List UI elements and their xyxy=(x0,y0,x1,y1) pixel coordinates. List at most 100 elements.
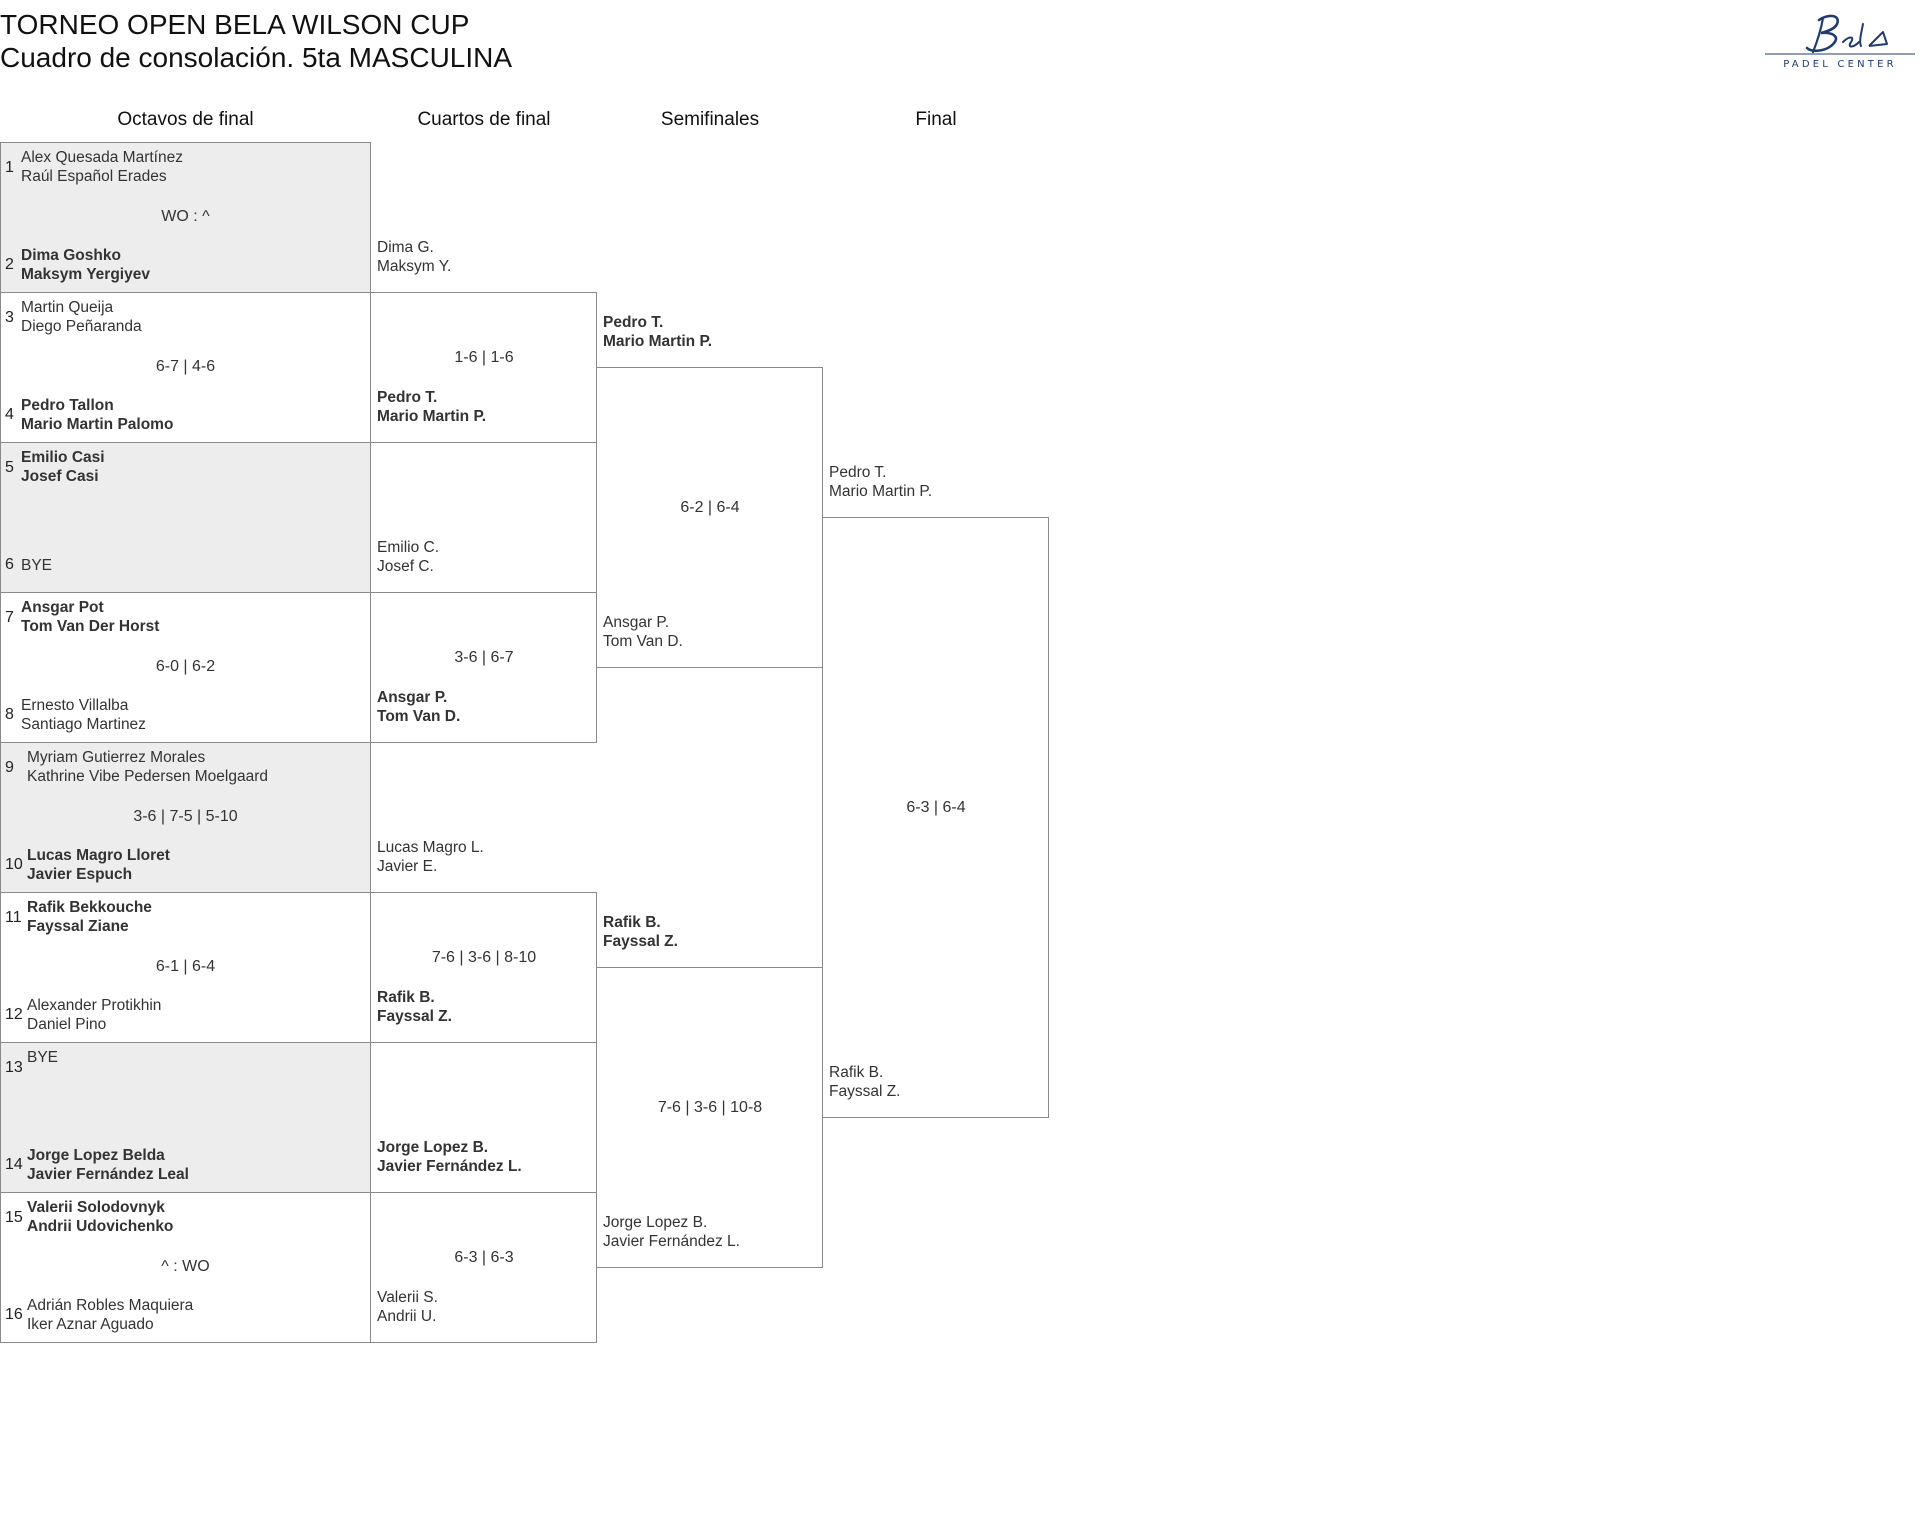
qf-team-b-player1: Pedro T. xyxy=(377,389,438,406)
match-score: 6-0 | 6-2 xyxy=(155,658,216,675)
qf-team-b-player2: Mario Martin P. xyxy=(377,408,487,425)
r16-team-a-player1: Valerii Solodovnyk xyxy=(27,1199,165,1216)
round-header-sf: Semifinales xyxy=(660,109,760,130)
qf-team-a-player2: Javier Fernández L. xyxy=(377,1158,522,1175)
match-score: 6-7 | 4-6 xyxy=(155,358,216,375)
match-score: 3-6 | 6-7 xyxy=(454,648,514,666)
draw-subtitle: Cuadro de consolación. 5ta MASCULINA xyxy=(0,42,513,73)
r16-match xyxy=(0,142,371,293)
r16-team-b-player1: Adrián Robles Maquiera xyxy=(27,1297,194,1314)
logo-caption: PADEL CENTER xyxy=(1783,59,1897,70)
sf-team-a-player2: Fayssal Z. xyxy=(603,933,678,950)
bela-padel-center-logo: PADEL CENTER xyxy=(1757,8,1919,74)
round-header-r16: Octavos de final xyxy=(117,109,254,130)
sf-team-b-player1: Jorge Lopez B. xyxy=(603,1214,708,1231)
r16-team-b-player1: Jorge Lopez Belda xyxy=(27,1147,165,1164)
r16-team-a-player1: Martin Queija xyxy=(21,299,114,316)
match-score: 3-6 | 7-5 | 5-10 xyxy=(133,808,238,825)
final-team-b-player2: Fayssal Z. xyxy=(829,1083,901,1100)
seed-number: 7 xyxy=(5,609,14,626)
qf-team-b-player2: Tom Van D. xyxy=(377,708,461,725)
seed-number: 1 xyxy=(5,159,14,176)
seed-number: 6 xyxy=(5,556,14,573)
final-team-a-player1: Pedro T. xyxy=(829,464,887,481)
qf-team-a-player1: Lucas Magro L. xyxy=(377,839,484,856)
seed-number: 16 xyxy=(5,1306,23,1323)
r16-team-a-player1: Myriam Gutierrez Morales xyxy=(27,749,206,766)
qf-team-b-player1: Valerii S. xyxy=(377,1289,438,1306)
round-header-qf: Cuartos de final xyxy=(417,109,551,130)
qf-team-b-player1: Ansgar P. xyxy=(377,689,448,706)
logo-graphic: PADEL CENTER xyxy=(1765,14,1915,70)
sf-team-b-player2: Javier Fernández L. xyxy=(603,1233,740,1250)
r16-team-a-player2: Andrii Udovichenko xyxy=(27,1218,174,1235)
round-header-final: Final xyxy=(915,109,957,130)
r16-team-b-player1: Alexander Protikhin xyxy=(27,997,162,1014)
sf-team-b-player1: Ansgar P. xyxy=(603,614,670,631)
match-score: 1-6 | 1-6 xyxy=(454,348,514,366)
match-score: 6-3 | 6-4 xyxy=(906,798,966,816)
match-score: 6-3 | 6-3 xyxy=(454,1248,514,1266)
seed-number: 2 xyxy=(5,256,14,273)
qf-team-b-player2: Fayssal Z. xyxy=(377,1008,452,1025)
match-score: 7-6 | 3-6 | 8-10 xyxy=(431,948,537,966)
seed-number: 8 xyxy=(5,706,14,723)
seed-number: 5 xyxy=(5,459,14,476)
r16-team-a-player1: BYE xyxy=(27,1049,59,1066)
r16-team-b-player2: Javier Espuch xyxy=(27,866,133,883)
seed-number: 13 xyxy=(5,1059,23,1076)
match-score: 6-1 | 6-4 xyxy=(155,958,216,975)
r16-team-a-player2: Fayssal Ziane xyxy=(27,918,129,935)
match-score: ^ : WO xyxy=(161,1258,210,1275)
r16-match xyxy=(0,1042,371,1193)
final-team-a-player2: Mario Martin P. xyxy=(829,483,933,500)
r16-match xyxy=(0,742,371,893)
final-team-b-player1: Rafik B. xyxy=(829,1064,884,1081)
seed-number: 15 xyxy=(5,1209,23,1226)
r16-team-a-player1: Emilio Casi xyxy=(21,449,105,466)
qf-team-a-player2: Javier E. xyxy=(377,858,438,875)
r16-team-a-player2: Kathrine Vibe Pedersen Moelgaard xyxy=(27,768,268,785)
seed-number: 14 xyxy=(5,1156,23,1173)
seed-number: 12 xyxy=(5,1006,23,1023)
qf-team-a-player2: Josef C. xyxy=(377,558,434,575)
r16-team-a-player2: Josef Casi xyxy=(21,468,99,485)
r16-team-a-player2: Tom Van Der Horst xyxy=(21,618,160,635)
match-score: 7-6 | 3-6 | 10-8 xyxy=(657,1098,763,1116)
seed-number: 3 xyxy=(5,309,14,326)
r16-team-b-player2: Maksym Yergiyev xyxy=(21,266,150,283)
final-match xyxy=(822,517,1049,1118)
seed-number: 4 xyxy=(5,406,14,423)
sf-team-b-player2: Tom Van D. xyxy=(603,633,683,650)
r16-team-b-player2: Daniel Pino xyxy=(27,1016,107,1033)
r16-team-a-player1: Alex Quesada Martínez xyxy=(21,149,183,166)
qf-team-a-player1: Jorge Lopez B. xyxy=(377,1139,489,1156)
qf-team-b-player2: Andrii U. xyxy=(377,1308,437,1325)
r16-match xyxy=(0,442,371,593)
r16-team-b-player1: BYE xyxy=(21,557,53,574)
r16-team-b-player1: Lucas Magro Lloret xyxy=(27,847,170,864)
sf-team-a-player2: Mario Martin P. xyxy=(603,333,713,350)
r16-team-b-player1: Dima Goshko xyxy=(21,247,121,264)
qf-team-a-player1: Emilio C. xyxy=(377,539,440,556)
seed-number: 11 xyxy=(5,909,22,926)
tournament-title: TORNEO OPEN BELA WILSON CUP xyxy=(0,9,470,40)
match-score: 6-2 | 6-4 xyxy=(680,498,740,516)
seed-number: 10 xyxy=(5,856,23,873)
r16-team-b-player2: Iker Aznar Aguado xyxy=(27,1316,154,1333)
r16-team-b-player2: Mario Martin Palomo xyxy=(21,416,174,433)
sf-team-a-player1: Pedro T. xyxy=(603,314,664,331)
match-score: WO : ^ xyxy=(161,208,210,225)
r16-team-b-player1: Pedro Tallon xyxy=(21,397,114,414)
r16-team-a-player2: Diego Peñaranda xyxy=(21,318,142,335)
r16-team-a-player1: Rafik Bekkouche xyxy=(27,899,152,916)
r16-team-b-player1: Ernesto Villalba xyxy=(21,697,129,714)
seed-number: 9 xyxy=(5,759,14,776)
r16-team-b-player2: Javier Fernández Leal xyxy=(27,1166,189,1183)
r16-team-a-player1: Ansgar Pot xyxy=(21,599,104,616)
qf-team-a-player2: Maksym Y. xyxy=(377,258,452,275)
qf-team-b-player1: Rafik B. xyxy=(377,989,435,1006)
sf-team-a-player1: Rafik B. xyxy=(603,914,661,931)
r16-team-b-player2: Santiago Martinez xyxy=(21,716,146,733)
qf-team-a-player1: Dima G. xyxy=(377,239,434,256)
